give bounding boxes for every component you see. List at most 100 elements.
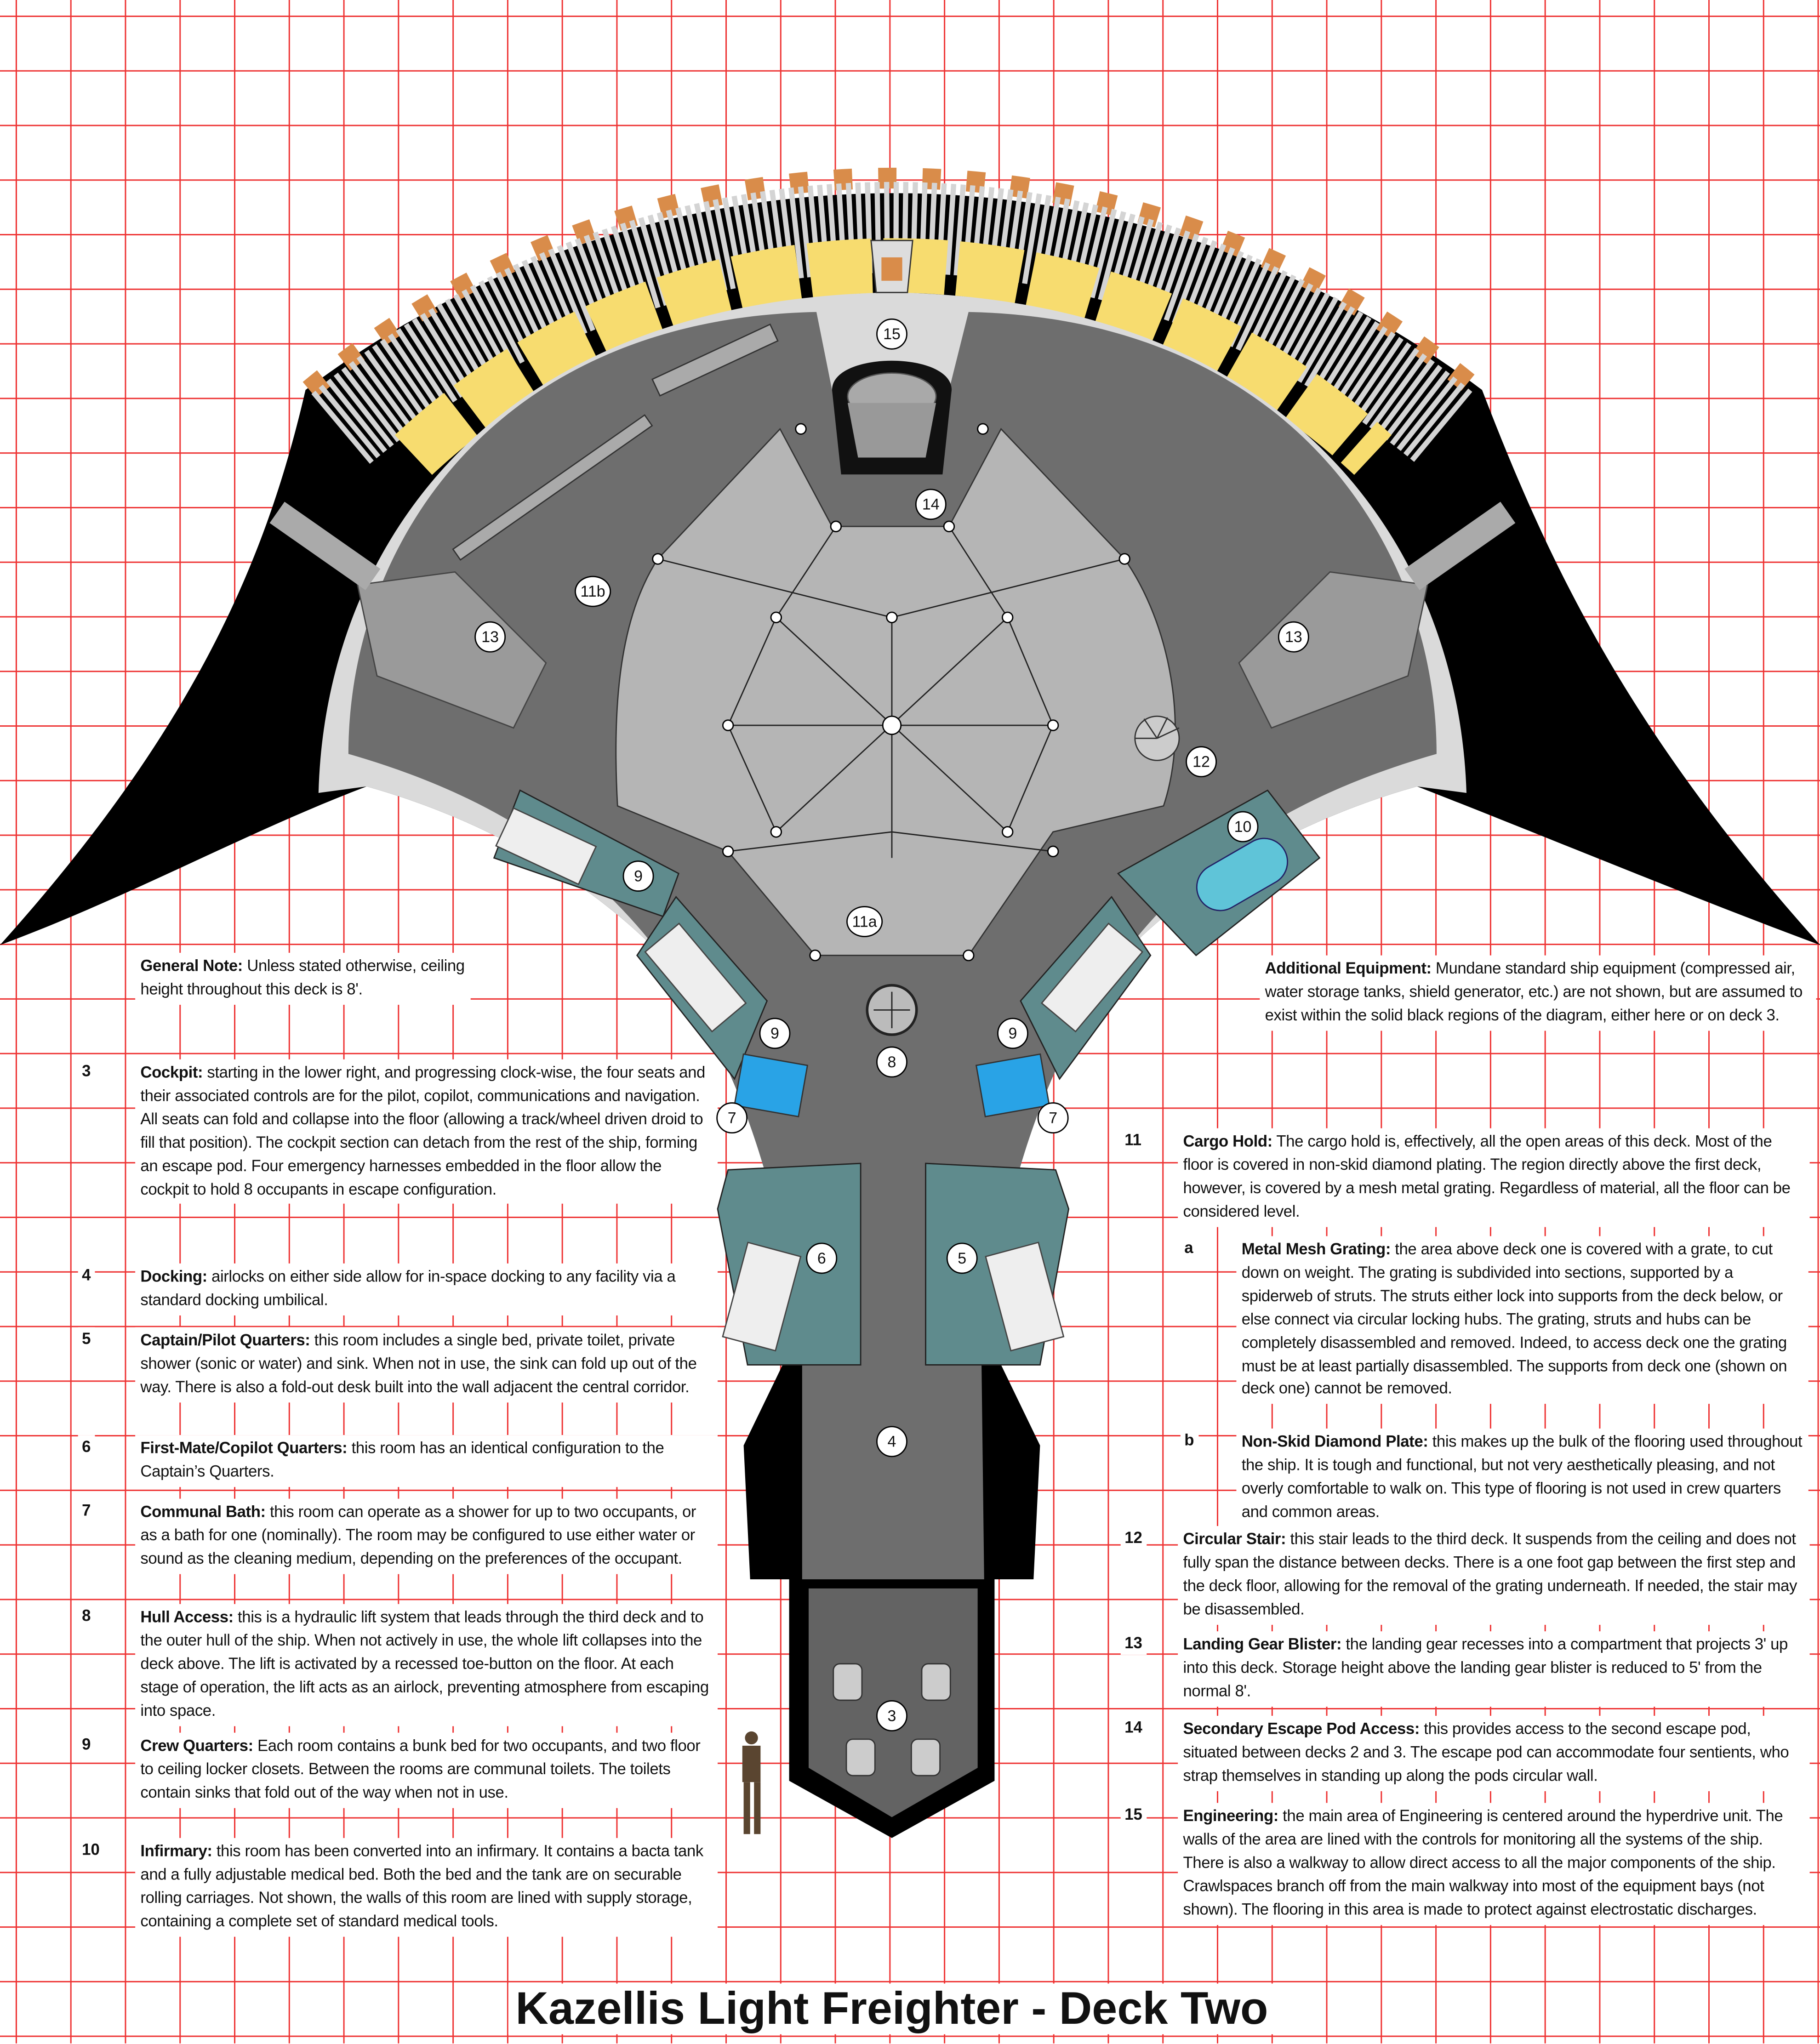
hyperdrive-unit	[832, 360, 952, 475]
room-marker-11a: 11a	[846, 906, 883, 937]
legend-entry-text: the main area of Engineering is centered…	[1183, 1806, 1783, 1919]
room-marker-13-right: 13	[1278, 621, 1309, 653]
legend-entry-text: The cargo hold is, effectively, all the …	[1183, 1132, 1791, 1220]
legend-entry-label: Cargo Hold:	[1183, 1132, 1272, 1150]
general-note: General Note: Unless stated otherwise, c…	[135, 952, 471, 1005]
legend-entry-text: this room has an identical configuration…	[140, 1439, 664, 1480]
mesh-grating	[615, 427, 1176, 956]
legend-entry-text: starting in the lower right, and progres…	[140, 1063, 705, 1198]
room-marker-4: 4	[876, 1426, 907, 1458]
room-marker-5: 5	[946, 1242, 978, 1274]
legend-entry: Secondary Escape Pod Access: this provid…	[1178, 1715, 1810, 1791]
legend-entry-label: Crew Quarters:	[140, 1737, 253, 1755]
legend-entry: Metal Mesh Grating: the area above deck …	[1236, 1236, 1809, 1405]
additional-equipment-label: Additional Equipment:	[1265, 959, 1432, 978]
landing-gear-blister-right	[1238, 501, 1516, 729]
room-marker-11b: 11b	[574, 575, 611, 607]
legend-entry-text: this makes up the bulk of the flooring u…	[1241, 1432, 1803, 1520]
hull-access-lift	[866, 984, 918, 1036]
scale-figure	[742, 1731, 761, 1834]
legend-entry: Engineering: the main area of Engineerin…	[1178, 1803, 1810, 1924]
legend-entry-text: airlocks on either side allow for in-spa…	[140, 1267, 676, 1309]
legend-number: 13	[1120, 1631, 1147, 1655]
legend-entry: Communal Bath: this room can operate as …	[135, 1498, 718, 1574]
legend-number: 3	[78, 1059, 95, 1083]
legend-number: 12	[1120, 1526, 1147, 1549]
legend-entry: Captain/Pilot Quarters: this room includ…	[135, 1327, 718, 1402]
legend-number: 15	[1120, 1803, 1147, 1827]
room-marker-15: 15	[876, 318, 907, 350]
legend-number: 14	[1120, 1715, 1147, 1739]
legend-entry-label: First-Mate/Copilot Quarters:	[140, 1439, 348, 1458]
strut-hubs	[652, 423, 1130, 962]
legend-number: 9	[78, 1732, 95, 1756]
legend-entry-label: Infirmary:	[140, 1842, 212, 1860]
legend-entry-label: Landing Gear Blister:	[1183, 1635, 1342, 1654]
legend-number: 10	[78, 1838, 104, 1862]
room-marker-7-left: 7	[716, 1102, 748, 1134]
legend-number: 6	[78, 1435, 95, 1459]
legend-entry-text: this room includes a single bed, private…	[140, 1331, 697, 1396]
room-marker-3: 3	[876, 1700, 907, 1731]
legend-entry-text: this provides access to the second escap…	[1183, 1719, 1789, 1785]
beds	[495, 807, 1144, 1352]
general-note-text: Unless stated otherwise, ceiling height …	[140, 957, 465, 998]
room-marker-9-left: 9	[759, 1018, 791, 1049]
legend-entry: Infirmary: this room has been converted …	[135, 1838, 718, 1936]
legend-entry: Non-Skid Diamond Plate: this makes up th…	[1236, 1428, 1809, 1527]
legend-entry-label: Communal Bath:	[140, 1503, 266, 1521]
legend-entry: Docking: airlocks on either side allow f…	[135, 1263, 718, 1315]
legend-entry: First-Mate/Copilot Quarters: this room h…	[135, 1435, 718, 1487]
legend-entry-label: Cockpit:	[140, 1063, 203, 1082]
cockpit-seats	[833, 1663, 951, 1776]
coil-bank	[311, 182, 1475, 464]
room-marker-14: 14	[915, 489, 947, 520]
legend-entry: Circular Stair: this stair leads to the …	[1178, 1526, 1810, 1624]
legend-entry: Crew Quarters: Each room contains a bunk…	[135, 1732, 718, 1808]
legend-entry-label: Circular Stair:	[1183, 1530, 1286, 1549]
room-marker-12: 12	[1186, 746, 1217, 778]
room-marker-13-left: 13	[474, 621, 506, 653]
room-marker-9-upper: 9	[622, 860, 654, 892]
landing-gear-blister-left	[269, 501, 547, 729]
legend-entry-label: Secondary Escape Pod Access:	[1183, 1719, 1420, 1738]
legend-number: a	[1180, 1236, 1198, 1260]
room-marker-8: 8	[876, 1046, 907, 1078]
additional-equipment-note: Additional Equipment: Mundane standard s…	[1260, 955, 1816, 1031]
legend-number: 5	[78, 1327, 95, 1351]
legend-number: 11	[1120, 1128, 1146, 1152]
legend-number: b	[1180, 1428, 1198, 1452]
engineering-console	[870, 239, 913, 293]
legend-number: 4	[78, 1263, 95, 1287]
legend-entry-label: Docking:	[140, 1267, 207, 1286]
circular-stair	[1134, 715, 1180, 761]
legend-entry: Hull Access: this is a hydraulic lift sy…	[135, 1604, 718, 1726]
legend-entry-text: this stair leads to the third deck. It s…	[1183, 1530, 1797, 1618]
legend-entry-text: this is a hydraulic lift system that lea…	[140, 1608, 709, 1719]
legend-entry-text: this room has been converted into an inf…	[140, 1842, 703, 1930]
bath-tubs	[733, 1053, 1050, 1117]
legend-entry-label: Captain/Pilot Quarters:	[140, 1331, 310, 1349]
additional-equipment-text: Mundane standard ship equipment (compres…	[1265, 959, 1803, 1024]
page-title-text: Kazellis Light Freighter - Deck Two	[508, 1983, 1276, 2034]
room-marker-7-right: 7	[1037, 1102, 1069, 1134]
legend-entry-label: Hull Access:	[140, 1608, 234, 1626]
bacta-tank	[1196, 837, 1289, 911]
room-marker-6: 6	[806, 1242, 838, 1274]
legend-number: 8	[78, 1604, 95, 1628]
room-marker-9-right: 9	[997, 1018, 1028, 1049]
coil-bank-outer	[302, 167, 1484, 398]
general-note-label: General Note:	[140, 957, 243, 975]
legend-entry-text: this room can operate as a shower for up…	[140, 1503, 696, 1568]
legend-entry-label: Non-Skid Diamond Plate:	[1241, 1432, 1428, 1451]
legend-number: 7	[78, 1498, 95, 1522]
legend-entry-text: the area above deck one is covered with …	[1241, 1240, 1787, 1398]
room-marker-10: 10	[1227, 811, 1259, 843]
legend-entry: Landing Gear Blister: the landing gear r…	[1178, 1631, 1810, 1707]
legend-entry-label: Engineering:	[1183, 1806, 1278, 1825]
page-title: Kazellis Light Freighter - Deck Two	[0, 1983, 1784, 2036]
legend-entry-text: Each room contains a bunk bed for two oc…	[140, 1737, 701, 1802]
legend-entry-text: the landing gear recesses into a compart…	[1183, 1635, 1788, 1700]
legend-entry: Cargo Hold: The cargo hold is, effective…	[1178, 1128, 1810, 1227]
